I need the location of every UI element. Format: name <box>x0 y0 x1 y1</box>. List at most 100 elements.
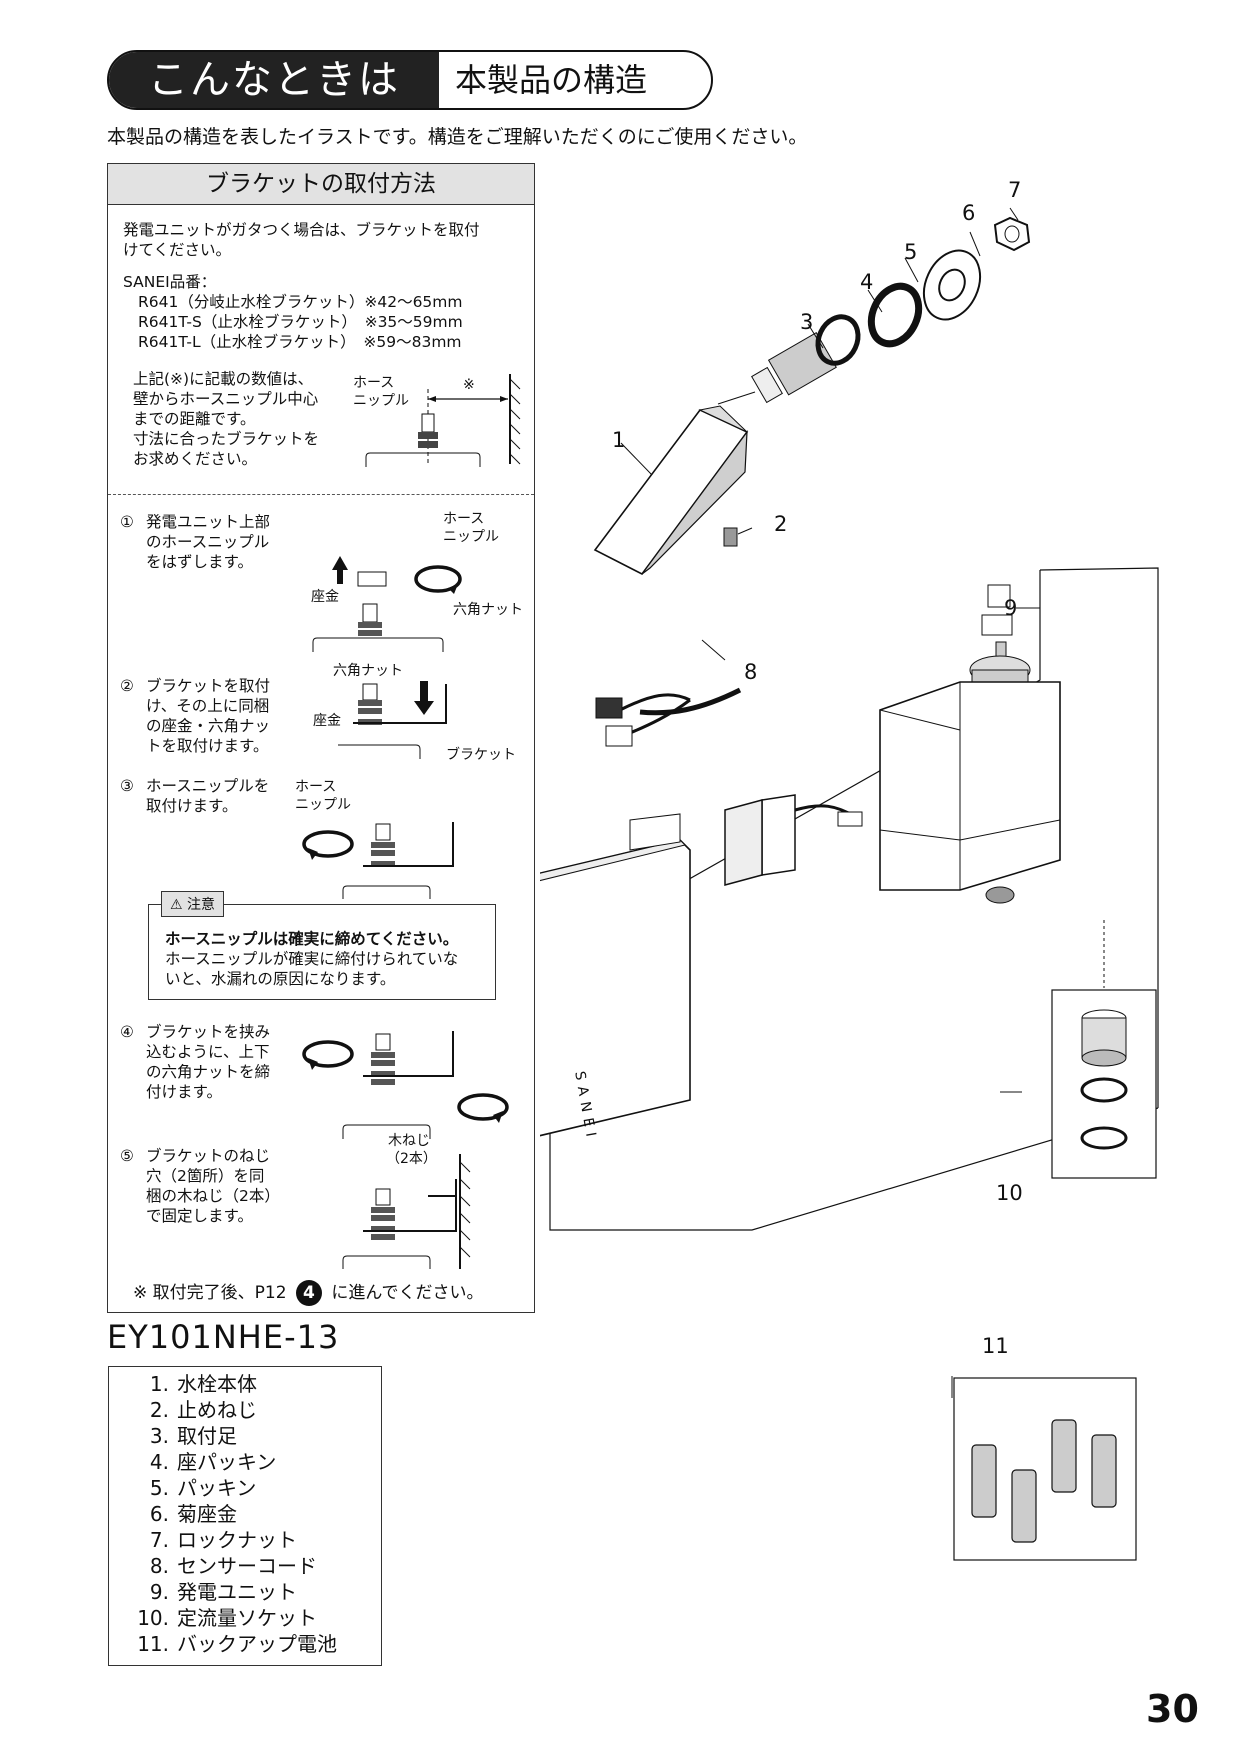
fig-nipple-label: ニップル <box>353 393 409 409</box>
step-2-line-3: の座金・六角ナッ <box>146 717 271 735</box>
part-number: 3. <box>149 1424 169 1448</box>
part-number: 6. <box>149 1502 169 1526</box>
section-title: 本製品の構造 <box>455 61 648 99</box>
model-number: EY101NHE-13 <box>107 1318 340 1356</box>
step-3-figure <box>302 822 454 899</box>
intro-text: 本製品の構造を表したイラストです。構造をご理解いただくのにご使用ください。 <box>107 126 808 148</box>
part-number: 1. <box>149 1372 169 1396</box>
s2-washer-label: 座金 <box>313 713 341 729</box>
unit-cover <box>540 813 691 1137</box>
step-1-line-3: をはずします。 <box>146 553 253 571</box>
part-name: 止めねじ <box>177 1398 257 1422</box>
step-2-line-4: トを取付けます。 <box>146 737 269 755</box>
section-tag: こんなときは <box>109 52 439 108</box>
caution-line-1: ホースニップルは確実に締めてください。 <box>165 930 459 948</box>
part-number: 2. <box>149 1398 169 1422</box>
page-number: 30 <box>1146 1687 1199 1731</box>
battery-holder <box>724 794 863 886</box>
parts-list-item: 4. 座パッキン <box>109 1449 381 1475</box>
s1-hexnut-label: 六角ナット <box>453 602 523 618</box>
bracket-instructions-box: ブラケットの取付方法 発電ユニットがガタつく場合は、ブラケットを取付 けてくださ… <box>107 163 535 1313</box>
note-line-5: お求めください。 <box>133 450 258 468</box>
parts-list-item: 9.発電ユニット <box>109 1579 381 1605</box>
seat-packing <box>815 314 861 366</box>
step-2-line-1: ブラケットを取付 <box>146 677 271 695</box>
part-number: 10. <box>137 1606 169 1630</box>
callout-11: 11 <box>982 1334 1009 1358</box>
parts-list-item: 5.パッキン <box>109 1475 381 1501</box>
callout-3: 3 <box>800 310 814 334</box>
star-washer <box>922 249 982 321</box>
step-1-figure <box>312 556 462 652</box>
caution-tag: ⚠ 注意 <box>161 891 225 917</box>
step-5-line-3: 梱の木ねじ（2本） <box>146 1187 280 1205</box>
step-4-num: ④ <box>120 1023 134 1041</box>
step-1-line-1: 発電ユニット上部 <box>146 513 271 531</box>
callout-5: 5 <box>904 240 918 264</box>
part-number: 11. <box>137 1632 169 1656</box>
packing <box>867 282 923 348</box>
caution-box: ⚠ 注意 ホースニップルは確実に締めてください。 ホースニップルが確実に締付けら… <box>148 891 496 1000</box>
parts-list-item: 11. バックアップ電池 <box>109 1631 381 1657</box>
part-number: 8. <box>149 1554 169 1578</box>
parts-list-item: 7. ロックナット <box>109 1527 381 1553</box>
step-4-line-1: ブラケットを挟み <box>146 1023 271 1041</box>
part-name: ロックナット <box>177 1528 297 1552</box>
part-name: 定流量ソケット <box>177 1606 317 1630</box>
caution-line-3: いと、水漏れの原因になります。 <box>165 970 396 988</box>
s5-screw-count-label: （2本） <box>386 1151 437 1167</box>
note-line-2: 壁からホースニップル中心 <box>133 390 319 408</box>
step-3-line-2: 取付けます。 <box>146 797 238 815</box>
callout-1: 1 <box>612 428 626 452</box>
part-name: 菊座金 <box>177 1502 237 1526</box>
product-r641: R641（分岐止水栓ブラケット）※42〜65mm <box>138 293 463 311</box>
step-5-num: ⑤ <box>120 1147 134 1165</box>
bracket-desc-2: けてください。 <box>123 241 232 259</box>
part-number: 5. <box>149 1476 169 1500</box>
callout-4: 4 <box>860 270 874 294</box>
step-4-line-3: の六角ナットを締 <box>146 1063 271 1081</box>
part-name: 発電ユニット <box>177 1580 297 1604</box>
product-r641t-l: R641T-L（止水栓ブラケット） ※59〜83mm <box>138 333 462 351</box>
note-line-1: 上記(※)に記載の数値は、 <box>133 370 314 388</box>
part-name: 座パッキン <box>177 1450 277 1474</box>
parts-list-item: 6. 菊座金 <box>109 1501 381 1527</box>
bracket-title: ブラケットの取付方法 <box>108 164 534 205</box>
product-r641t-s: R641T-S（止水栓ブラケット） ※35〜59mm <box>138 313 463 331</box>
sensor-cord <box>595 687 742 747</box>
callout-9: 9 <box>1004 596 1018 620</box>
step-2-figure <box>338 681 447 759</box>
part-number: 4. <box>149 1450 169 1474</box>
note-line-3: までの距離です。 <box>133 410 256 428</box>
step-4-figure <box>302 1031 509 1139</box>
step-5-figure <box>342 1154 471 1269</box>
s1-hose-label: ホース <box>443 511 485 527</box>
s2-hexnut-label: 六角ナット <box>333 663 403 679</box>
step-5-line-2: 穴（2箇所）を同 <box>146 1167 265 1185</box>
step-3-line-1: ホースニップルを <box>146 777 270 795</box>
fig-hose-label: ホース <box>353 375 395 391</box>
part-name: 水栓本体 <box>177 1372 257 1396</box>
callout-7: 7 <box>1008 178 1022 202</box>
part-number: 7. <box>149 1528 169 1552</box>
caution-label: 注意 <box>187 897 216 913</box>
caution-line-2: ホースニップルが確実に締付けられていな <box>165 950 459 968</box>
part-name: バックアップ電池 <box>177 1632 337 1656</box>
s3-nipple-label: ニップル <box>295 797 351 813</box>
callout-8: 8 <box>744 660 758 684</box>
part-name: 取付足 <box>177 1424 237 1448</box>
sanei-label: SANEI品番： <box>123 273 217 291</box>
mounting-shank <box>751 331 837 404</box>
distance-figure <box>365 374 521 467</box>
warning-icon: ⚠ <box>170 897 183 913</box>
step-1-num: ① <box>120 513 134 531</box>
step-2-num: ② <box>120 677 134 695</box>
callout-10: 10 <box>996 1181 1023 1205</box>
callout-6: 6 <box>962 201 976 225</box>
step-5-line-1: ブラケットのねじ <box>146 1147 271 1165</box>
fig-distance-mark: ※ <box>463 377 475 393</box>
note-line-4: 寸法に合ったブラケットを <box>133 430 320 448</box>
parts-list-item: 1. 水栓本体 <box>109 1371 381 1397</box>
part-name: センサーコード <box>177 1554 317 1578</box>
